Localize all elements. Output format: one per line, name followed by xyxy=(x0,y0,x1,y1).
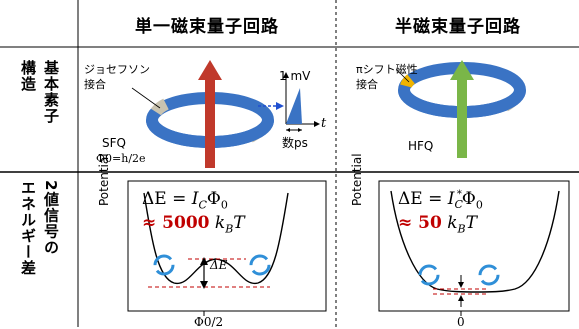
hfq-label: HFQ xyxy=(408,139,434,153)
hfq-plot-frame xyxy=(378,180,570,312)
sfq-eq-text: ΔE = ICΦ0 xyxy=(142,189,228,212)
hfq-junction-left xyxy=(400,74,416,89)
hfq-approx: ≈ 50 kBT xyxy=(398,213,477,236)
sfq-pulse xyxy=(286,88,302,124)
sfq-x-tick-label: Φ0/2 xyxy=(194,315,224,329)
sfq-structure-diagram xyxy=(131,60,320,168)
sfq-delta-label: ΔE xyxy=(210,258,228,272)
sfq-ylabel: Potential xyxy=(97,153,111,206)
hfq-equation: ΔE = IC*Φ0 xyxy=(398,189,483,211)
hfq-flux-arrow-tail xyxy=(457,104,467,158)
sfq-approx: ≈ 5000 kBT xyxy=(142,213,245,236)
pulse-width-label: 数ps xyxy=(282,136,308,150)
hfq-structure-diagram xyxy=(396,60,526,158)
hfq-ylabel: Potential xyxy=(350,153,364,206)
sfq-label: SFQ xyxy=(102,136,126,150)
hfq-swirl-left-icon xyxy=(418,264,440,286)
hfq-x-tick-label: 0 xyxy=(457,315,465,329)
sfq-delta-arrow-up xyxy=(200,257,208,265)
sfq-junction-left xyxy=(150,98,169,116)
junction-pointer xyxy=(131,87,161,109)
row-label-structure-line1: 基本素子 xyxy=(42,60,60,124)
hfq-potential-curve xyxy=(390,190,560,293)
pulse-v-axis-head xyxy=(283,72,289,78)
sfq-delta-arrow-down xyxy=(200,281,208,289)
hfq-energy-plot xyxy=(378,180,570,316)
header-hfq: 半磁束量子回路 xyxy=(395,17,521,37)
hfq-flux-arrow-head xyxy=(450,60,474,80)
flux-quantum-label: Φ0=h/2e xyxy=(96,152,146,165)
hfq-delta-arrow-up xyxy=(458,295,464,301)
hfq-eq-text: ΔE = IC*Φ0 xyxy=(398,189,483,212)
sfq-pulse-arrowhead xyxy=(276,102,284,110)
sfq-junction-label: ジョセフソン 接合 xyxy=(84,63,150,91)
row-label-structure: 基本素子 構造 xyxy=(10,60,70,168)
row-label-energy: 2値信号の エネルギー差 xyxy=(8,180,72,326)
row-label-structure-line2: 構造 xyxy=(19,60,37,92)
sfq-flux-arrow-head xyxy=(198,60,222,80)
header-sfq: 単一磁束量子回路 xyxy=(135,17,279,37)
sfq-energy-plot xyxy=(127,180,327,316)
sfq-flux-arrow-shaft xyxy=(205,78,215,168)
pulse-width-head-r xyxy=(298,128,302,132)
hfq-junction-label: πシフト磁性 接合 xyxy=(356,63,418,91)
sfq-plot-frame xyxy=(127,180,327,312)
hfq-junction-pointer xyxy=(396,69,410,83)
hfq-delta-arrow-down xyxy=(458,282,464,288)
hfq-swirl-right-icon xyxy=(478,264,500,286)
row-label-energy-line1: 2値信号の xyxy=(42,180,60,256)
sfq-swirl-left-icon xyxy=(153,254,175,276)
time-axis-label: t xyxy=(321,116,327,131)
pulse-width-head-l xyxy=(286,128,290,132)
pulse-t-axis-head xyxy=(314,121,320,127)
row-label-energy-line2: エネルギー差 xyxy=(19,180,37,276)
sfq-flux-arrow-tail xyxy=(205,134,215,168)
pulse-voltage-label: 1 mV xyxy=(279,69,311,83)
sfq-swirl-right-icon xyxy=(249,254,271,276)
sfq-equation: ΔE = ICΦ0 xyxy=(142,189,228,211)
